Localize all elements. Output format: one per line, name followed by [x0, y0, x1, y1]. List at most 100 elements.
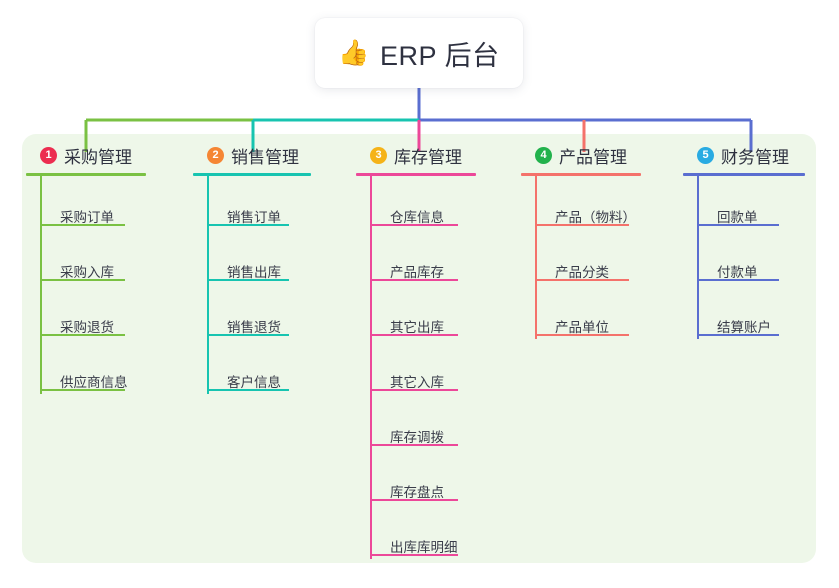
branch-number-badge: 4	[535, 146, 552, 164]
branch-number-badge: 5	[697, 146, 714, 164]
branch-header[interactable]: 1 采购管理	[26, 142, 146, 168]
branch-item[interactable]: 付款单	[683, 265, 779, 281]
branch-column: 5 财务管理回款单付款单结算账户	[683, 142, 805, 339]
branch-header[interactable]: 4 产品管理	[521, 142, 641, 168]
branch-item-label: 库存盘点	[390, 485, 444, 500]
branch-item[interactable]: 采购退货	[26, 320, 125, 336]
branch-header[interactable]: 3 库存管理	[356, 142, 476, 168]
branch-item-rule	[697, 279, 779, 281]
branch-title: 财务管理	[721, 147, 789, 167]
branch-item-label: 产品单位	[555, 320, 609, 335]
branch-item-rule	[40, 334, 125, 336]
branch-item-rule	[370, 334, 458, 336]
branch-title: 采购管理	[64, 147, 132, 167]
branch-item[interactable]: 采购订单	[26, 210, 125, 226]
branch-item-label: 仓库信息	[390, 210, 444, 225]
branch-item[interactable]: 销售退货	[193, 320, 289, 336]
branch-item-label: 产品分类	[555, 265, 609, 280]
branch-item-rule	[40, 224, 125, 226]
branches-panel	[22, 134, 816, 563]
branch-items: 回款单付款单结算账户	[683, 176, 805, 339]
branch-items: 产品（物料） 产品分类产品单位	[521, 176, 641, 339]
branch-spine	[535, 176, 537, 339]
branch-item-rule	[207, 334, 289, 336]
branch-number-badge: 3	[370, 146, 387, 164]
branch-item[interactable]: 库存盘点	[356, 485, 458, 501]
branch-column: 4 产品管理产品（物料） 产品分类产品单位	[521, 142, 641, 339]
branch-item-label: 供应商信息	[60, 375, 128, 390]
branch-item[interactable]: 销售订单	[193, 210, 289, 226]
branch-item[interactable]: 库存调拨	[356, 430, 458, 446]
branch-item[interactable]: 产品单位	[521, 320, 629, 336]
root-node[interactable]: 👍 ERP 后台	[315, 18, 523, 88]
branch-item-rule	[370, 389, 458, 391]
branch-item-label: 销售退货	[227, 320, 281, 335]
branch-spine	[207, 176, 209, 394]
branch-item-rule	[370, 499, 458, 501]
branch-item[interactable]: 销售出库	[193, 265, 289, 281]
root-node-label: ERP 后台	[380, 40, 500, 71]
branch-item-rule	[370, 554, 458, 556]
branch-item-label: 采购入库	[60, 265, 114, 280]
branch-item-label: 出库库明细	[390, 540, 458, 555]
branch-header[interactable]: 2 销售管理	[193, 142, 311, 168]
branch-column: 2 销售管理销售订单销售出库销售退货客户信息	[193, 142, 311, 394]
branch-item-rule	[370, 279, 458, 281]
branch-column: 1 采购管理采购订单采购入库采购退货供应商信息	[26, 142, 146, 394]
branch-item[interactable]: 出库库明细	[356, 540, 458, 556]
branch-items: 销售订单销售出库销售退货客户信息	[193, 176, 311, 394]
branch-title: 销售管理	[231, 147, 299, 167]
branch-item-rule	[40, 279, 125, 281]
branch-header-rule	[356, 173, 476, 176]
branch-item-label: 库存调拨	[390, 430, 444, 445]
branch-item[interactable]: 产品库存	[356, 265, 458, 281]
branch-item-label: 产品（物料）	[555, 210, 636, 225]
branch-column: 3 库存管理仓库信息产品库存其它出库其它入库库存调拨库存盘点出库库明细	[356, 142, 476, 559]
branch-header-rule	[683, 173, 805, 176]
branch-item[interactable]: 产品（物料）	[521, 210, 636, 226]
branch-item[interactable]: 回款单	[683, 211, 779, 226]
branch-header-rule	[193, 173, 311, 176]
branch-item-label: 结算账户	[717, 320, 771, 335]
branch-title: 库存管理	[394, 147, 462, 167]
root-node-title: 👍 ERP 后台	[338, 34, 499, 73]
branch-item-label: 客户信息	[227, 375, 281, 390]
branch-item-rule	[207, 389, 289, 391]
branch-item-label: 采购订单	[60, 210, 114, 225]
branch-number-badge: 1	[40, 146, 57, 164]
branch-item[interactable]: 其它入库	[356, 375, 458, 391]
branch-item[interactable]: 仓库信息	[356, 210, 458, 226]
branch-item[interactable]: 其它出库	[356, 320, 458, 336]
branch-item-label: 其它出库	[390, 320, 444, 335]
branch-items: 采购订单采购入库采购退货供应商信息	[26, 176, 146, 394]
branch-item-rule	[370, 444, 458, 446]
branch-item[interactable]: 采购入库	[26, 265, 125, 281]
thumbs-up-icon: 👍	[338, 38, 371, 67]
branch-item-label: 销售订单	[227, 210, 281, 225]
branch-item-rule	[697, 224, 779, 226]
branch-header-rule	[26, 173, 146, 176]
branch-item-rule	[535, 334, 629, 336]
branch-item-rule	[535, 279, 629, 281]
branch-item-rule	[370, 224, 458, 226]
branch-spine	[370, 176, 372, 559]
branch-item-rule	[207, 224, 289, 226]
branch-title: 产品管理	[559, 147, 627, 167]
branch-header-rule	[521, 173, 641, 176]
branch-item-rule	[207, 279, 289, 281]
branch-spine	[40, 176, 42, 394]
branch-item[interactable]: 产品分类	[521, 265, 629, 281]
branch-item-label: 产品库存	[390, 265, 444, 280]
branch-item-rule	[535, 224, 629, 226]
branch-number-badge: 2	[207, 146, 224, 164]
branch-item[interactable]: 结算账户	[683, 320, 779, 336]
branch-item-label: 采购退货	[60, 320, 114, 335]
branch-header[interactable]: 5 财务管理	[683, 142, 805, 168]
branch-item[interactable]: 供应商信息	[26, 375, 128, 391]
branch-item-label: 其它入库	[390, 375, 444, 390]
branch-item-label: 付款单	[717, 265, 758, 280]
branch-item-label: 销售出库	[227, 265, 281, 280]
branch-item[interactable]: 客户信息	[193, 375, 289, 391]
branch-items: 仓库信息产品库存其它出库其它入库库存调拨库存盘点出库库明细	[356, 176, 476, 559]
